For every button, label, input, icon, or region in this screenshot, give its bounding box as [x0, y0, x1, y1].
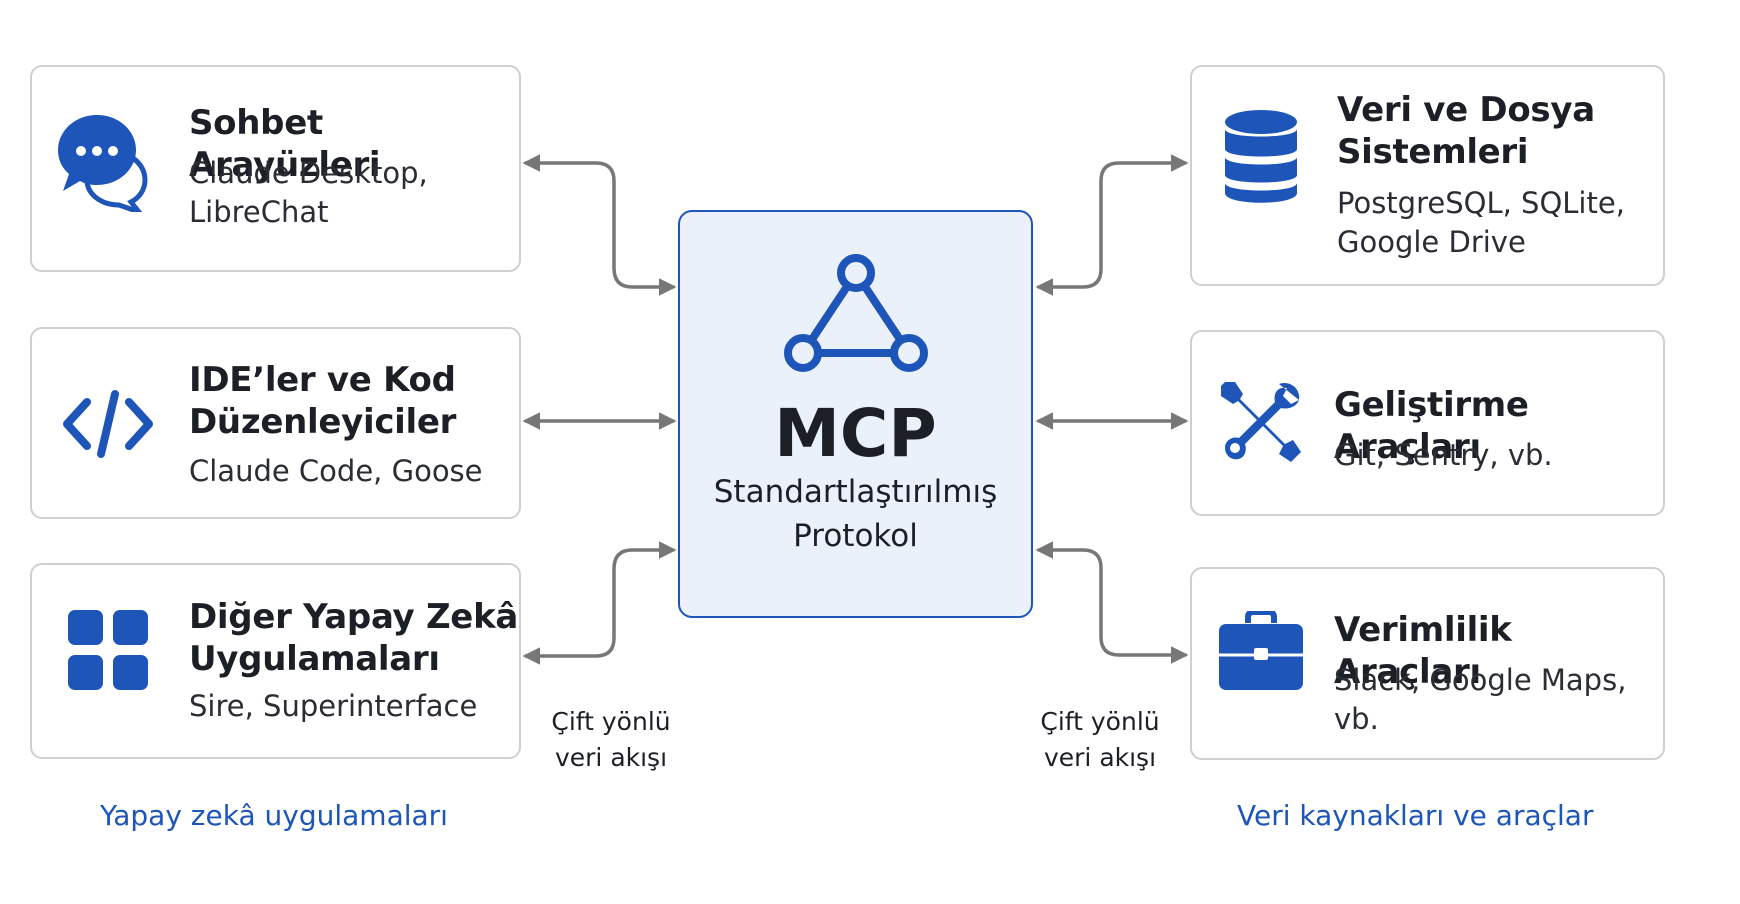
- card-title: Veri ve Dosya Sistemleri: [1337, 90, 1595, 172]
- arrow-other-to-mcp: [522, 541, 677, 665]
- arrow-mcp-to-data: [1035, 154, 1189, 296]
- chat-bubbles-icon: [58, 115, 148, 212]
- card-description: Slack, Google Maps, vb.: [1334, 663, 1627, 736]
- card-ide-editors: IDE’ler ve Kod Düzenleyiciler Claude Cod…: [30, 327, 521, 519]
- flow-label-left: Çift yönlü veri akışı: [551, 707, 671, 772]
- card-title: Diğer Yapay Zekâ Uygulamaları: [189, 597, 519, 679]
- card-title: Verimlilik Araçları: [1334, 610, 1512, 692]
- card-description: Sire, Superinterface: [189, 689, 478, 723]
- briefcase-icon: [1219, 611, 1303, 690]
- caption-ai-applications: Yapay zekâ uygulamaları: [100, 799, 448, 832]
- code-brackets-icon: [63, 390, 153, 458]
- app-grid-icon: [68, 610, 148, 690]
- card-data-file-systems: Veri ve Dosya Sistemleri PostgreSQL, SQL…: [1190, 65, 1665, 286]
- network-triangle-icon: [784, 254, 928, 372]
- card-other-ai-apps: Diğer Yapay Zekâ Uygulamaları Sire, Supe…: [30, 563, 521, 759]
- card-productivity-tools: Verimlilik Araçları Slack, Google Maps, …: [1190, 567, 1665, 760]
- mcp-subtitle: Standartlaştırılmış Protokol: [713, 474, 998, 554]
- arrow-mcp-to-productivity: [1035, 541, 1189, 664]
- card-title: Sohbet Arayüzleri: [189, 103, 381, 185]
- card-dev-tools: Geliştirme Araçları Git, Sentry, vb.: [1190, 330, 1665, 516]
- card-description: PostgreSQL, SQLite, Google Drive: [1337, 186, 1625, 259]
- wrench-screwdriver-icon: [1221, 382, 1301, 462]
- database-icon: [1225, 110, 1297, 203]
- card-title: IDE’ler ve Kod Düzenleyiciler: [189, 360, 457, 442]
- caption-data-sources-tools: Veri kaynakları ve araçlar: [1237, 799, 1594, 832]
- flow-label-right: Çift yönlü veri akışı: [1040, 707, 1160, 772]
- arrow-chat-to-mcp: [522, 154, 677, 296]
- card-title: Geliştirme Araçları: [1334, 385, 1529, 467]
- mcp-title: MCP: [774, 395, 937, 472]
- card-chat-interfaces: Sohbet Arayüzleri Claude Desktop, LibreC…: [30, 65, 521, 272]
- card-description: Claude Desktop, LibreChat: [189, 156, 428, 229]
- card-description: Git, Sentry, vb.: [1334, 438, 1553, 472]
- card-description: Claude Code, Goose: [189, 454, 483, 488]
